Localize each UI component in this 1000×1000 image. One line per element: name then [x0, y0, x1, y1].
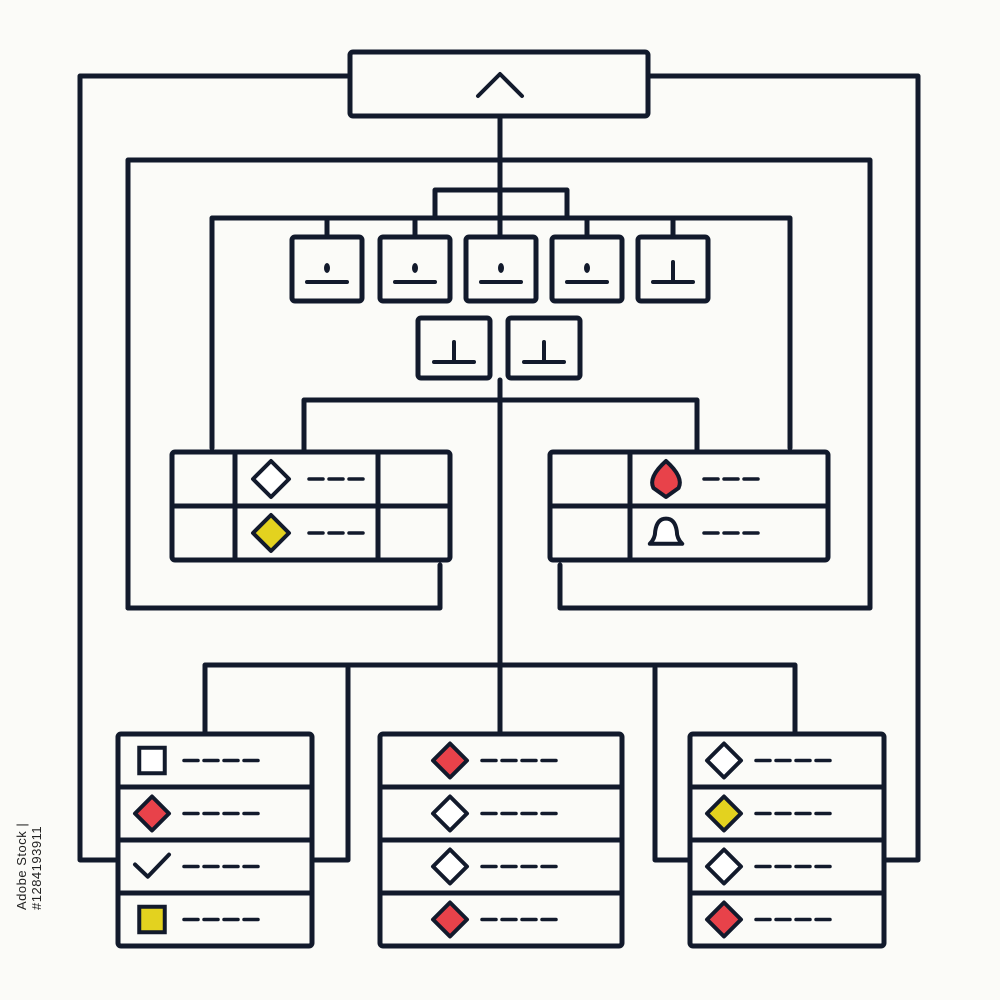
- diamond-icon: [705, 741, 743, 780]
- sub-node[interactable]: [415, 315, 493, 381]
- person-stand-icon: [393, 263, 437, 284]
- checkmark-icon: [133, 852, 171, 879]
- sub-node[interactable]: [549, 234, 625, 304]
- list-item[interactable]: [431, 794, 558, 833]
- list-item[interactable]: [705, 847, 832, 886]
- list-item[interactable]: [431, 741, 558, 780]
- chevron-up-icon: [476, 72, 524, 98]
- table-row[interactable]: [251, 513, 365, 553]
- person-stand-icon: [305, 263, 349, 284]
- stock-id-text: Adobe Stock | #1284193911: [14, 822, 44, 910]
- bottom-lists: [115, 731, 887, 949]
- list-item[interactable]: [431, 900, 558, 939]
- diamond-icon: [705, 900, 743, 939]
- middle-loop-line: [125, 157, 873, 611]
- table-row[interactable]: [251, 459, 365, 499]
- square-icon: [137, 904, 167, 935]
- list-item[interactable]: [431, 847, 558, 886]
- bottom-branch-line: [202, 662, 798, 735]
- t-stand-icon: [522, 340, 566, 364]
- mid-table-left: [169, 449, 453, 563]
- list-item[interactable]: [137, 745, 260, 776]
- diamond-icon: [705, 794, 743, 833]
- list-item[interactable]: [705, 741, 832, 780]
- bottom-right-tab-line: [652, 665, 693, 863]
- bottom-list: [687, 731, 887, 949]
- bottom-list: [115, 731, 315, 949]
- square-icon: [137, 745, 167, 776]
- diamond-icon: [431, 847, 469, 886]
- diamond-icon: [431, 794, 469, 833]
- list-item[interactable]: [133, 794, 260, 833]
- root-node[interactable]: [347, 49, 651, 119]
- t-stand-icon: [651, 260, 695, 284]
- bell-icon: [647, 516, 685, 546]
- list-item[interactable]: [137, 904, 260, 935]
- bottom-list: [377, 731, 625, 949]
- list-item[interactable]: [705, 794, 832, 833]
- diamond-icon: [133, 794, 171, 833]
- t-stand-icon: [432, 340, 476, 364]
- sub-node-row-2: [415, 315, 583, 381]
- person-stand-icon: [479, 263, 523, 284]
- mid-branch-line: [301, 397, 700, 453]
- diamond-icon: [705, 847, 743, 886]
- diamond-icon: [251, 513, 291, 553]
- sub-node[interactable]: [505, 315, 583, 381]
- table-row[interactable]: [647, 516, 760, 546]
- outer-loop-line-right: [647, 73, 921, 863]
- sub-node[interactable]: [377, 234, 453, 304]
- sub-node[interactable]: [635, 234, 711, 304]
- outer-loop-line: [77, 73, 353, 863]
- sub-node[interactable]: [463, 234, 539, 304]
- mid-table-right: [547, 449, 831, 563]
- fork-line: [432, 187, 570, 221]
- sub-node[interactable]: [289, 234, 365, 304]
- diamond-icon: [251, 459, 291, 499]
- diamond-icon: [431, 900, 469, 939]
- diamond-icon: [431, 741, 469, 780]
- person-stand-icon: [565, 263, 609, 284]
- table-row[interactable]: [650, 459, 760, 499]
- middle-loop-left-tail: [125, 562, 443, 611]
- list-item[interactable]: [705, 900, 832, 939]
- list-item[interactable]: [133, 852, 260, 879]
- rounded-diamond-icon: [650, 459, 682, 499]
- connectors: [77, 73, 921, 863]
- bottom-left-tab-line: [310, 665, 351, 863]
- sub-node-row-1: [289, 234, 711, 304]
